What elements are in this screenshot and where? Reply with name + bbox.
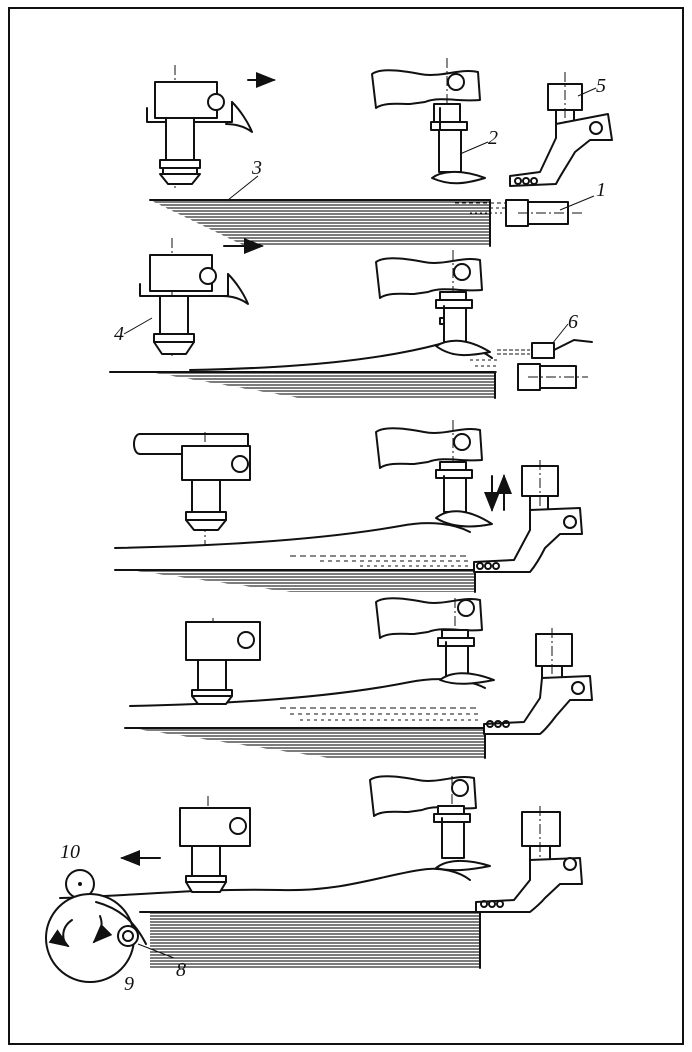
paper-stack [109, 371, 496, 399]
separation-sucker [375, 420, 493, 528]
label-4: 4 [114, 323, 124, 345]
stage-2: 4 6 [109, 238, 593, 399]
label-1: 1 [596, 179, 606, 201]
presser-foot-nozzle [531, 339, 593, 359]
stage-1: 3 2 5 1 [146, 58, 613, 247]
blower-nozzle [517, 363, 588, 391]
fed-sheet [59, 867, 471, 899]
label-9: 9 [124, 973, 134, 995]
small-roller [95, 901, 147, 947]
lifted-sheet [129, 678, 486, 707]
blower-nozzle [505, 199, 585, 227]
air-layer [290, 555, 470, 567]
separation-sucker [375, 597, 495, 685]
auxiliary-gripper [475, 806, 583, 913]
separation-sucker [375, 250, 491, 357]
auxiliary-gripper [509, 72, 613, 187]
auxiliary-gripper [483, 628, 593, 735]
separation-sucker [371, 58, 486, 185]
paper-stack [139, 911, 481, 969]
label-6: 6 [568, 311, 578, 333]
forwarding-sucker [185, 618, 261, 705]
label-5: 5 [596, 75, 606, 97]
paper-stack [124, 727, 486, 759]
air-blast [455, 202, 505, 214]
air-blast [470, 349, 530, 373]
forwarding-sucker [133, 432, 251, 545]
auxiliary-gripper [473, 460, 583, 573]
label-10: 10 [60, 841, 80, 863]
air-layer [280, 707, 480, 721]
up-down-arrows [484, 474, 512, 512]
forwarding-sucker [179, 796, 251, 893]
stage-3 [114, 420, 583, 593]
forwarding-sucker [146, 65, 253, 190]
label-8: 8 [176, 959, 186, 981]
figure-frame [8, 7, 684, 1045]
stage-4 [124, 597, 593, 759]
lifted-sheet [114, 522, 471, 549]
paper-stack [114, 569, 476, 593]
forwarding-sucker [139, 238, 249, 356]
label-3: 3 [251, 157, 262, 179]
paper-stack [149, 199, 491, 247]
separation-sucker [369, 775, 491, 872]
stage-5: 10 8 9 [45, 775, 583, 995]
label-2: 2 [488, 127, 498, 149]
